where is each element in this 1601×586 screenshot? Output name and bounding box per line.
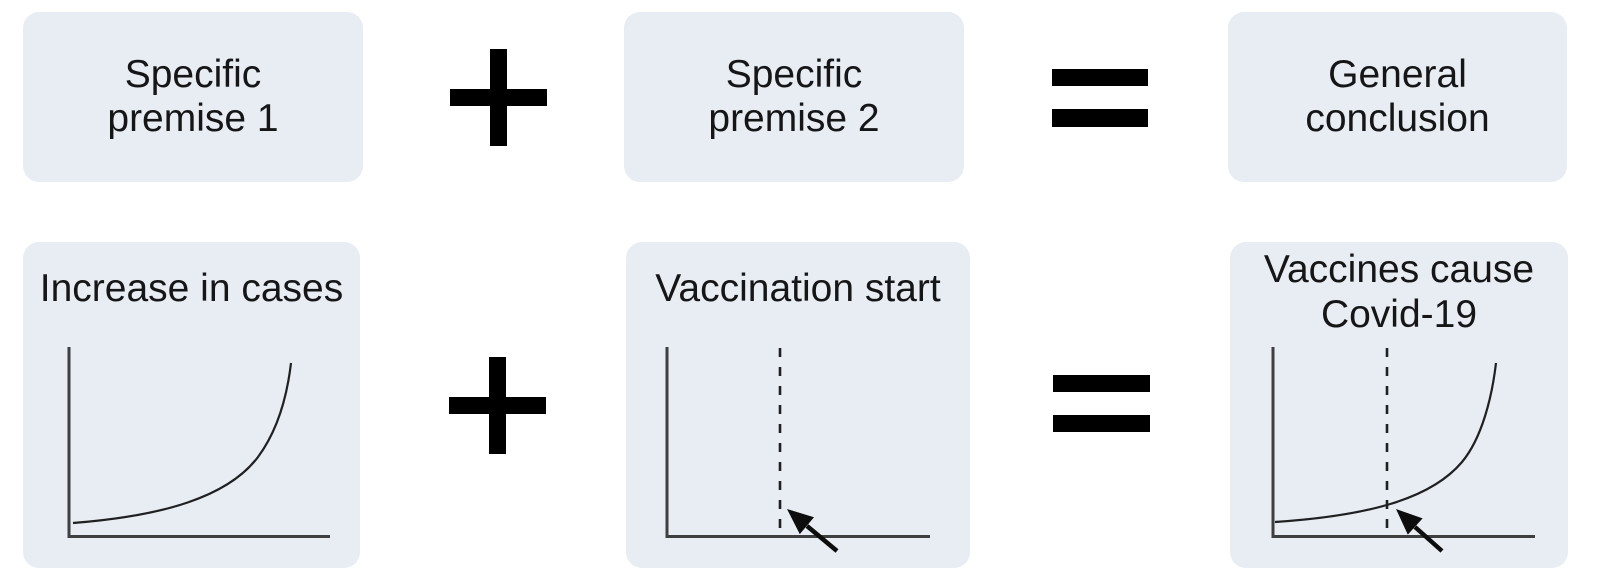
arrow-head: [787, 509, 814, 535]
box-specific-premise-2: Specific premise 2: [624, 12, 964, 182]
chart-vaccines-cause-covid: [1271, 347, 1535, 553]
panel-vaccines-cause-covid: Vaccines cause Covid-19: [1230, 242, 1568, 568]
label-line: Specific: [725, 53, 863, 96]
panel-title: Increase in cases: [23, 266, 360, 311]
equals-icon: [1052, 69, 1148, 127]
title-line: Covid-19: [1320, 293, 1478, 336]
label-line: Specific: [124, 53, 262, 96]
title-line: Vaccination start: [655, 267, 941, 310]
label-line: premise 2: [708, 97, 880, 140]
arrow-head: [1396, 509, 1423, 535]
chart-vaccination-start: [665, 347, 930, 553]
panel-title: Vaccination start: [626, 266, 970, 311]
cases-exponential-curve: [72, 362, 293, 525]
specific-premise-1-label: Specific premise 1: [107, 53, 278, 141]
label-line: conclusion: [1305, 97, 1490, 140]
title-line: Increase in cases: [39, 267, 344, 310]
general-conclusion-label: General conclusion: [1305, 53, 1489, 141]
arrow-shaft: [805, 524, 839, 553]
cases-exponential-curve: [1274, 362, 1498, 524]
arrow-icon: [1396, 509, 1444, 553]
panel-increase-in-cases: Increase in cases: [23, 242, 360, 568]
equals-icon: [1053, 375, 1150, 432]
box-general-conclusion: General conclusion: [1228, 12, 1567, 182]
chart-increase-in-cases: [67, 347, 330, 538]
arrow-shaft: [1413, 525, 1444, 553]
panel-vaccination-start: Vaccination start: [626, 242, 970, 568]
title-line: Vaccines cause: [1263, 248, 1535, 291]
label-line: premise 1: [107, 97, 279, 140]
plus-icon: [449, 357, 546, 454]
arrow-icon: [787, 509, 839, 553]
plus-icon: [450, 49, 547, 146]
panel-title: Vaccines cause Covid-19: [1230, 247, 1568, 337]
box-specific-premise-1: Specific premise 1: [23, 12, 363, 182]
specific-premise-2-label: Specific premise 2: [708, 53, 879, 141]
label-line: General: [1328, 53, 1467, 96]
